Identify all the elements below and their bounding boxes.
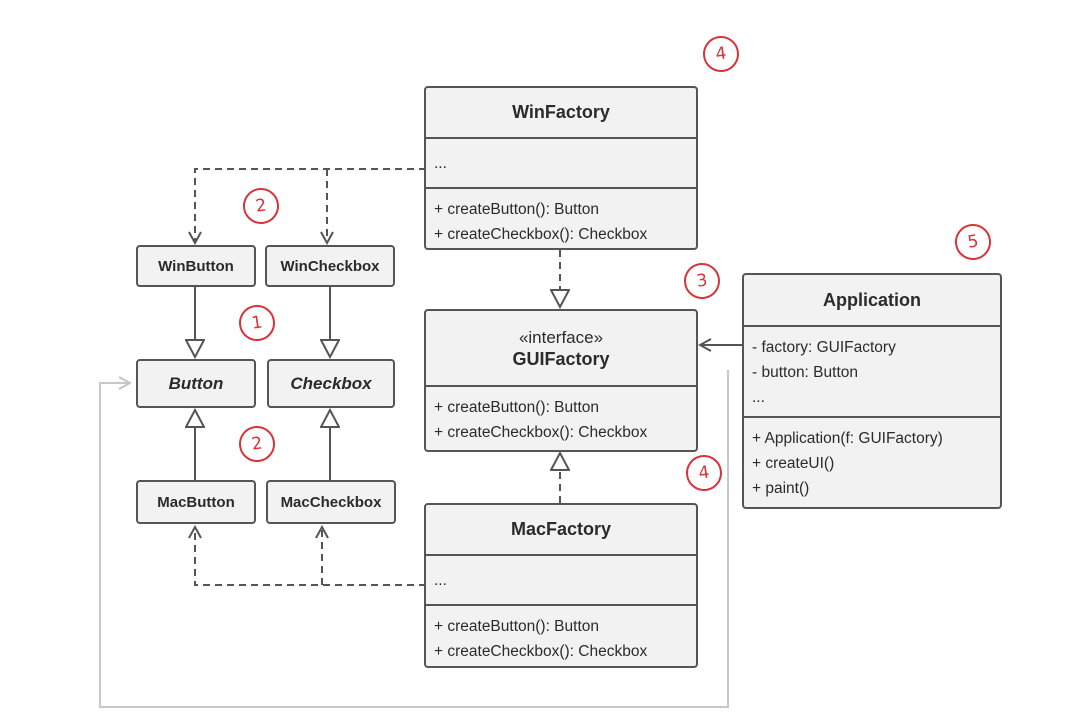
application-class: Application - factory: GUIFactory - butt… bbox=[742, 273, 1002, 509]
application-fields: - factory: GUIFactory - button: Button .… bbox=[744, 325, 1000, 416]
app-uses-button-line bbox=[99, 370, 729, 708]
maccheckbox-class: MacCheckbox bbox=[266, 480, 396, 524]
winbutton-class: WinButton bbox=[136, 245, 256, 287]
winfactory-creates-line bbox=[195, 168, 426, 243]
guifactory-methods: + createButton(): Button + createCheckbo… bbox=[426, 385, 696, 445]
button-class: Button bbox=[136, 359, 256, 408]
guifactory-stereotype: «interface» bbox=[518, 327, 604, 347]
macbutton-class: MacButton bbox=[136, 480, 256, 524]
macfactory-methods: + createButton(): Button + createCheckbo… bbox=[426, 604, 696, 664]
guifactory-interface: «interface» GUIFactory + createButton():… bbox=[424, 309, 698, 452]
macfactory-fields: ... bbox=[426, 554, 696, 604]
winfactory-class: WinFactory ... + createButton(): Button … bbox=[424, 86, 698, 250]
macfactory-title: MacFactory bbox=[510, 519, 612, 539]
macfactory-creates-line bbox=[195, 527, 426, 586]
application-title: Application bbox=[823, 289, 921, 310]
guifactory-title: GUIFactory bbox=[512, 348, 610, 369]
winfactory-title: WinFactory bbox=[512, 102, 610, 122]
winfactory-fields: ... bbox=[426, 137, 696, 187]
wincheckbox-class: WinCheckbox bbox=[265, 245, 395, 287]
application-methods: + Application(f: GUIFactory) + createUI(… bbox=[744, 416, 1000, 501]
macfactory-class: MacFactory ... + createButton(): Button … bbox=[424, 503, 698, 668]
checkbox-class: Checkbox bbox=[267, 359, 395, 408]
winfactory-methods: + createButton(): Button + createCheckbo… bbox=[426, 187, 696, 247]
